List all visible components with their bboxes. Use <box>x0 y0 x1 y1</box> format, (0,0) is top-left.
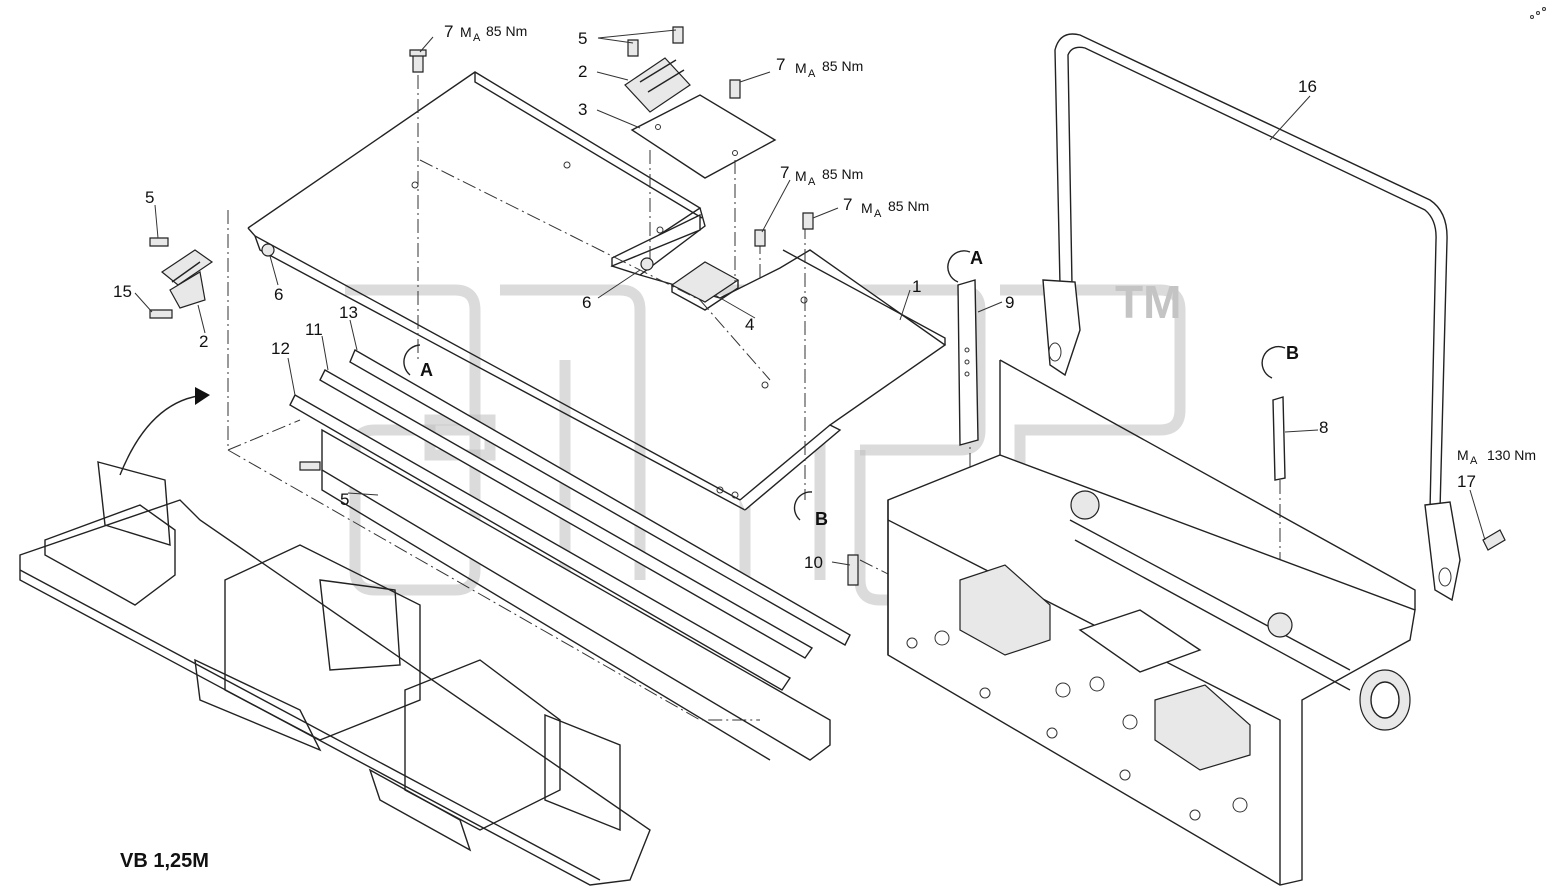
svg-text:7: 7 <box>776 55 785 74</box>
screw-10 <box>847 554 859 586</box>
bolt-7-hinge <box>729 79 741 99</box>
machine-overview <box>19 387 651 886</box>
callout-6-mid: 6 <box>582 293 591 312</box>
svg-text:85 Nm: 85 Nm <box>822 58 863 74</box>
hinge-left <box>160 249 214 309</box>
callout-5-lower: 5 <box>340 490 349 509</box>
svg-text:M: M <box>1457 447 1469 463</box>
detail-b-cover: B <box>815 509 828 529</box>
callout-labels: 1 2 2 3 4 5 5 5 6 6 8 9 10 11 12 13 15 1… <box>113 29 1476 572</box>
bolt-7-top <box>412 54 424 73</box>
detail-a-cover: A <box>420 360 433 380</box>
detail-b-rod: B <box>1286 343 1299 363</box>
torque-label-top-left: 7 M A 85 Nm <box>444 22 527 44</box>
detail-letters: A A B B <box>420 248 1299 529</box>
svg-text:85 Nm: 85 Nm <box>486 23 527 39</box>
bolts <box>149 26 1506 586</box>
callout-12: 12 <box>271 339 290 358</box>
leader-lines <box>134 29 1486 566</box>
nut-6-left <box>261 243 275 257</box>
model-label: VB 1,25M <box>120 850 209 872</box>
svg-text:7: 7 <box>843 195 852 214</box>
callout-15: 15 <box>113 282 132 301</box>
lifting-handle <box>1042 33 1461 602</box>
svg-text:A: A <box>808 176 816 188</box>
clamp-block <box>670 261 740 311</box>
trademark-mark: TM <box>1115 276 1181 328</box>
bolt-7-right <box>802 212 814 230</box>
torque-label-mid: 7 M A 85 Nm <box>780 163 863 188</box>
bolt-7-mid <box>754 229 766 247</box>
bolt-5-b <box>672 26 684 44</box>
svg-text:130 Nm: 130 Nm <box>1487 447 1536 463</box>
bolt-5-left <box>149 237 169 247</box>
svg-text:A: A <box>874 208 882 220</box>
svg-text:A: A <box>1470 455 1478 467</box>
callout-3: 3 <box>578 100 587 119</box>
svg-text:7: 7 <box>444 22 453 41</box>
hinge-top <box>624 57 691 113</box>
svg-text:M: M <box>460 24 472 40</box>
callout-9: 9 <box>1005 293 1014 312</box>
corner-marks <box>1530 7 1546 19</box>
rod-9 <box>957 279 979 446</box>
rod-8 <box>1272 396 1286 481</box>
detail-a-rod: A <box>970 248 983 268</box>
svg-text:85 Nm: 85 Nm <box>888 198 929 214</box>
nut-6-mid <box>640 257 654 271</box>
bolt-17 <box>1482 529 1506 551</box>
svg-text:7: 7 <box>780 163 789 182</box>
bolt-5-a <box>627 39 639 57</box>
machine-frame <box>887 359 1416 886</box>
svg-text:A: A <box>473 32 481 44</box>
callout-8: 8 <box>1319 418 1328 437</box>
hinge-plate <box>630 94 777 179</box>
callout-5-top: 5 <box>578 29 587 48</box>
top-cover-plate <box>247 71 746 511</box>
callout-2-left: 2 <box>199 332 208 351</box>
callout-10: 10 <box>804 553 823 572</box>
callout-17: 17 <box>1457 472 1476 491</box>
svg-text:A: A <box>808 68 816 80</box>
torque-label-hinge: 7 M A 85 Nm <box>776 55 863 80</box>
bolt-5-lower <box>299 461 321 471</box>
svg-text:M: M <box>795 60 807 76</box>
torque-label-right: 7 M A 85 Nm <box>843 195 929 220</box>
torque-labels: 7 M A 85 Nm 7 M A 85 Nm 7 M A 85 Nm 7 M … <box>444 22 1536 467</box>
callout-2-top: 2 <box>578 62 587 81</box>
callout-11: 11 <box>305 320 323 339</box>
callout-13: 13 <box>339 303 358 322</box>
callout-16: 16 <box>1298 77 1317 96</box>
seal-strips <box>289 348 851 761</box>
callout-6-left: 6 <box>274 285 283 304</box>
callout-1: 1 <box>912 277 921 296</box>
bolt-15 <box>149 309 173 319</box>
torque-label-handle: M A 130 Nm <box>1457 447 1536 467</box>
svg-text:M: M <box>861 200 873 216</box>
detail-markers <box>403 250 1286 521</box>
svg-text:M: M <box>795 168 807 184</box>
callout-5-left: 5 <box>145 188 154 207</box>
callout-4: 4 <box>745 315 754 334</box>
svg-text:85 Nm: 85 Nm <box>822 166 863 182</box>
